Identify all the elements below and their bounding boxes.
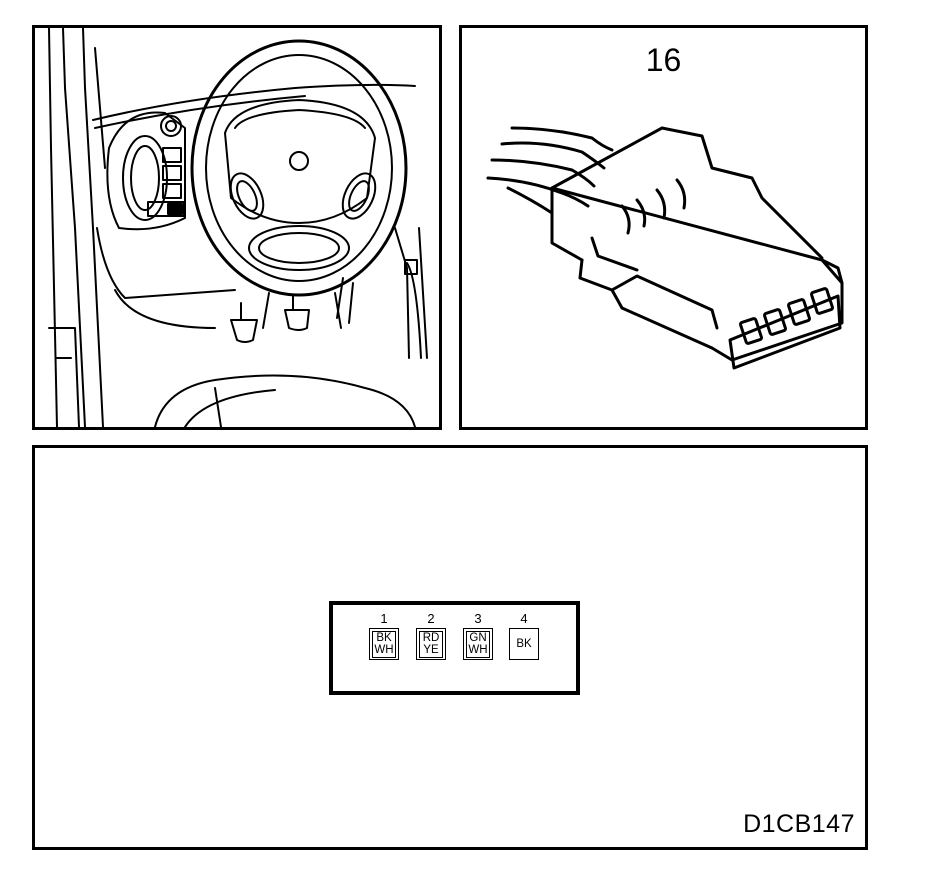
- pin-4: 4 BK: [504, 605, 544, 660]
- pin-2: 2 RD YE: [411, 605, 451, 660]
- connector-number: 16: [645, 42, 682, 78]
- wire-color-1: BK: [516, 638, 532, 650]
- wire-color-1: BK: [376, 632, 392, 644]
- pin-number: 2: [427, 611, 435, 626]
- dashboard-illustration: [48, 28, 428, 427]
- wire-color-2: YE: [423, 644, 439, 656]
- connector-view-panel: 16: [459, 25, 868, 430]
- figure-code: D1CB147: [743, 810, 855, 838]
- location-view-panel: [32, 25, 442, 430]
- wire-color-1: GN: [469, 632, 487, 644]
- pin-number: 3: [474, 611, 482, 626]
- wire-color-1: RD: [422, 632, 440, 644]
- pin-3: 3 GN WH: [458, 605, 498, 660]
- wire-color-2: WH: [374, 644, 394, 656]
- pin-number: 4: [520, 611, 528, 626]
- pin-color-box: BK: [509, 628, 539, 660]
- connector-illustration: [486, 126, 844, 370]
- pin-number: 1: [380, 611, 388, 626]
- pin-color-box: BK WH: [369, 628, 399, 660]
- pin-1: 1 BK WH: [364, 605, 404, 660]
- pinout-panel: 1 BK WH 2 RD YE 3 GN WH: [32, 445, 868, 850]
- connector-face: 1 BK WH 2 RD YE 3 GN WH: [329, 601, 580, 695]
- pin-color-box: GN WH: [463, 628, 493, 660]
- wire-color-2: WH: [468, 644, 488, 656]
- pin-color-box: RD YE: [416, 628, 446, 660]
